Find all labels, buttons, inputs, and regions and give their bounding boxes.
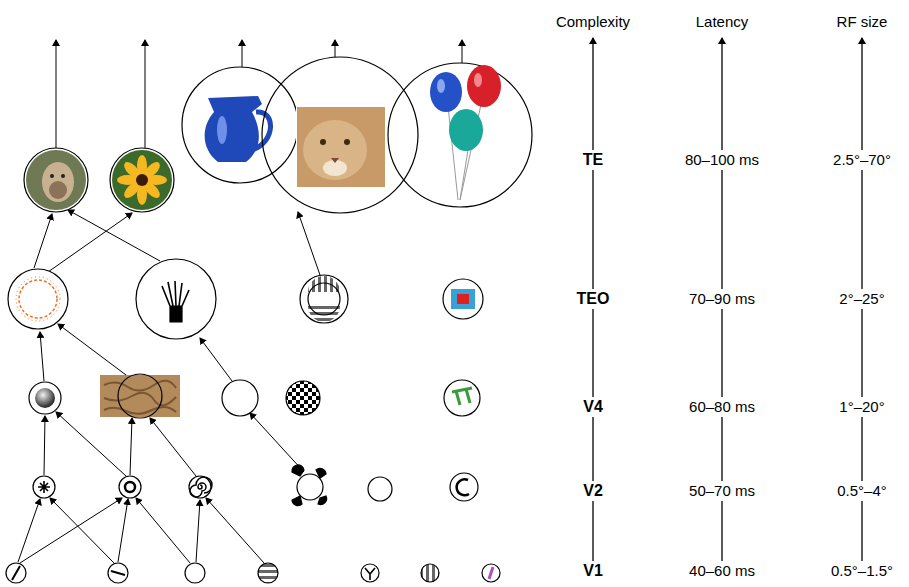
latency-value: 50–70 ms [686,481,758,500]
area-name: V4 [580,397,606,417]
area-name: TEO [574,289,613,309]
area-name: TE [580,150,606,170]
v2-features [33,465,478,506]
rf-size-value: 2.5°–70° [830,150,894,169]
v4-features [29,374,480,418]
latency-value: 70–90 ms [686,289,758,308]
rf-size-value: 0.5°–1.5° [828,561,896,580]
latency-value: 60–80 ms [686,397,758,416]
axis-arrows [593,38,862,580]
v1-features [6,563,500,583]
column-header: Complexity [553,12,633,31]
area-name: V1 [580,561,606,581]
teo-features [8,259,483,339]
column-header: RF size [834,12,891,31]
rf-size-value: 0.5°–4° [834,481,890,500]
column-header: Latency [693,12,752,31]
rf-size-value: 1°–20° [836,397,887,416]
latency-value: 80–100 ms [682,150,762,169]
area-name: V2 [580,481,606,501]
feedforward-arrows [18,40,462,563]
te-objects [24,57,532,213]
latency-value: 40–60 ms [686,561,758,580]
rf-size-value: 2°–25° [836,289,887,308]
